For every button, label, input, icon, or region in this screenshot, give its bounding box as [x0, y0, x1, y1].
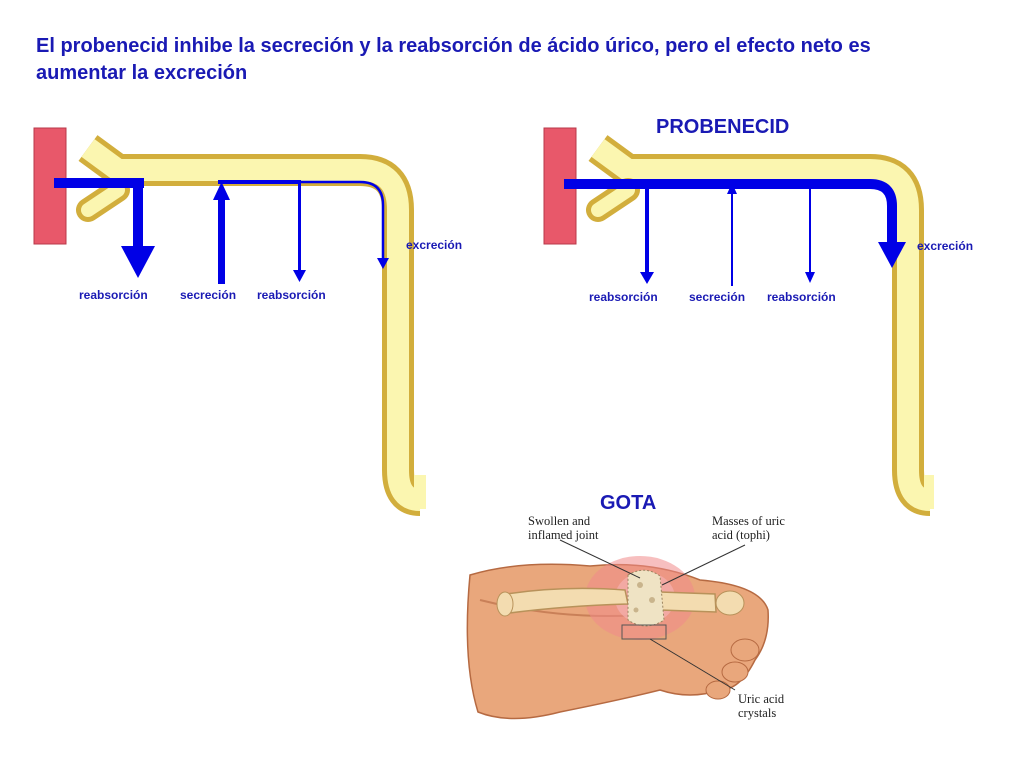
foot-image	[466, 539, 769, 720]
right-secretion-label: secreción	[689, 290, 746, 304]
left-tubule	[76, 135, 426, 516]
right-reabsorption-label-1: reabsorción	[589, 290, 658, 304]
tophi-caption: Masses of uric acid (tophi)	[712, 514, 785, 542]
uric-acid-crystals-caption: Uric acid crystals	[738, 692, 785, 720]
left-reabsorption-label-2: reabsorción	[257, 288, 326, 302]
right-flow-arrows	[564, 179, 906, 286]
left-flow-arrows	[54, 178, 389, 284]
right-reabsorption-label-2: reabsorción	[767, 290, 836, 304]
right-tubule	[586, 135, 934, 516]
probenecid-heading: PROBENECID	[656, 116, 790, 138]
left-secretion-label: secreción	[180, 288, 237, 302]
swollen-joint-caption: Swollen and inflamed joint	[528, 514, 599, 542]
right-excretion-label: excreción	[917, 239, 974, 253]
slide-title: El probenecid inhibe la secreción y la r…	[36, 35, 871, 84]
left-excretion-label: excreción	[406, 238, 463, 252]
gout-heading: GOTA	[600, 492, 657, 514]
left-reabsorption-label-1: reabsorción	[79, 288, 148, 302]
